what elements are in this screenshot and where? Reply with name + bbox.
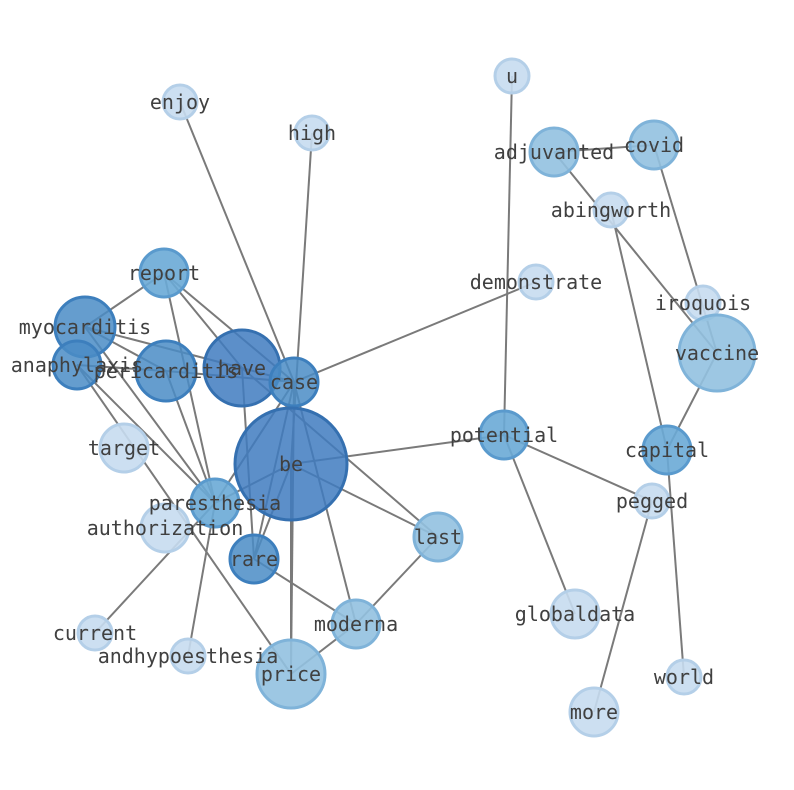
- edge-potential-pegged: [503, 434, 653, 502]
- node-capital: [641, 424, 693, 476]
- node-label-anaphylaxis: anaphylaxis: [11, 353, 143, 377]
- node-covid: [628, 119, 680, 171]
- node-report: [138, 247, 190, 299]
- node-pericarditis: [134, 339, 198, 403]
- node-world: [665, 658, 703, 696]
- node-label-demonstrate: demonstrate: [470, 270, 602, 294]
- node-label-capital: capital: [625, 438, 709, 462]
- node-label-iroquois: iroquois: [655, 291, 751, 315]
- node-enjoy: [161, 83, 199, 121]
- node-label-paresthesia: paresthesia: [149, 491, 281, 515]
- node-label-current: current: [53, 621, 137, 645]
- node-label-covid: covid: [624, 133, 684, 157]
- edge-myocarditis-paresthesia: [84, 326, 216, 504]
- node-label-more: more: [570, 700, 618, 724]
- node-potential: [478, 409, 530, 461]
- node-case: [268, 356, 320, 408]
- node-label-high: high: [288, 121, 336, 145]
- node-rare: [228, 533, 280, 585]
- node-label-adjuvanted: adjuvanted: [494, 140, 614, 164]
- node-label-be: be: [279, 452, 303, 476]
- node-label-pericarditis: pericarditis: [94, 359, 239, 383]
- edge-abingworth-capital: [610, 209, 668, 451]
- node-label-myocarditis: myocarditis: [19, 315, 151, 339]
- edge-paresthesia-andhypoesthesia: [187, 502, 216, 657]
- node-label-potential: potential: [450, 423, 558, 447]
- node-label-world: world: [654, 665, 714, 689]
- node-adjuvanted: [528, 126, 580, 178]
- node-label-have: have: [218, 356, 266, 380]
- edge-pegged-more: [593, 500, 653, 713]
- edge-u-potential: [503, 75, 513, 436]
- node-price: [255, 638, 327, 710]
- node-current: [76, 614, 114, 652]
- edge-adjuvanted-vaccine: [553, 151, 718, 354]
- node-label-vaccine: vaccine: [675, 341, 759, 365]
- edge-demonstrate-case: [293, 281, 537, 383]
- node-label-last: last: [414, 525, 462, 549]
- label-layer: u enjoy high adjuvanted covid abingworth repor…: [11, 64, 759, 724]
- node-authorization: [139, 502, 191, 554]
- node-anaphylaxis: [51, 339, 103, 391]
- node-label-moderna: moderna: [314, 612, 398, 636]
- node-label-abingworth: abingworth: [551, 198, 671, 222]
- node-last: [412, 511, 464, 563]
- node-label-price: price: [261, 662, 321, 686]
- node-high: [293, 114, 331, 152]
- node-andhypoesthesia: [169, 637, 207, 675]
- edge-enjoy-case: [179, 101, 295, 383]
- node-moderna: [330, 598, 382, 650]
- node-label-case: case: [270, 370, 318, 394]
- node-paresthesia: [189, 477, 241, 529]
- edge-anaphylaxis-paresthesia: [76, 364, 216, 504]
- node-be: [233, 406, 349, 522]
- node-layer: [51, 57, 757, 738]
- node-label-rare: rare: [230, 547, 278, 571]
- node-label-globaldata: globaldata: [515, 602, 635, 626]
- node-target: [98, 422, 150, 474]
- node-label-authorization: authorization: [87, 516, 244, 540]
- edge-capital-world: [666, 449, 685, 678]
- node-label-target: target: [88, 436, 160, 460]
- node-more: [568, 686, 620, 738]
- node-label-enjoy: enjoy: [150, 90, 210, 114]
- node-label-report: report: [128, 261, 200, 285]
- node-u: [493, 57, 531, 95]
- node-vaccine: [677, 313, 757, 393]
- node-abingworth: [592, 191, 630, 229]
- node-demonstrate: [517, 263, 555, 301]
- edge-paresthesia-current: [94, 502, 216, 634]
- node-label-u: u: [506, 64, 518, 88]
- node-label-pegged: pegged: [616, 489, 688, 513]
- node-pegged: [633, 482, 671, 520]
- edge-potential-globaldata: [503, 434, 576, 615]
- node-globaldata: [549, 588, 601, 640]
- node-label-andhypoesthesia: andhypoesthesia: [98, 644, 279, 668]
